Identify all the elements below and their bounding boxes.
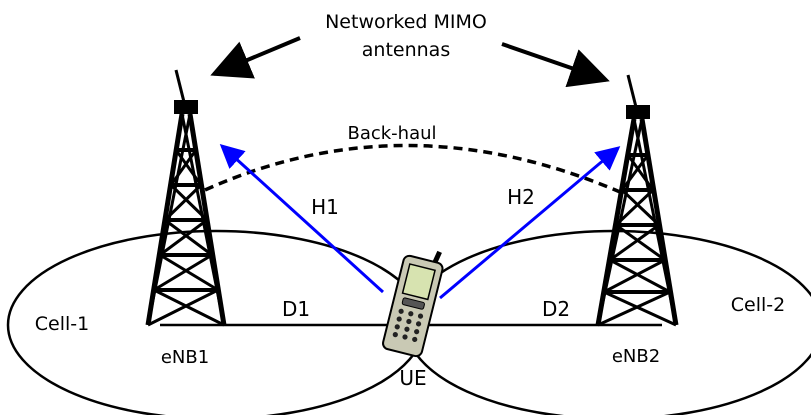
cell-2-label: Cell-2 [731, 294, 785, 316]
mimo-antennas-label-line2: antennas [362, 39, 450, 61]
arrow-to-enb1-antenna [210, 36, 301, 79]
channel-h2-label: H2 [507, 185, 535, 209]
channel-h1-label: H1 [311, 195, 339, 219]
channel-h2-arrow [439, 146, 621, 300]
ue-phone-icon [382, 250, 444, 358]
enb2-tower [595, 74, 679, 327]
distance-d2-label: D2 [542, 297, 570, 321]
backhaul-label: Back-haul [347, 123, 436, 144]
enb1-tower [145, 69, 227, 327]
backhaul-link [204, 143, 621, 194]
channel-h1-arrow [219, 143, 385, 294]
enb1-label: eNB1 [161, 347, 209, 368]
distance-d1-label: D1 [282, 297, 310, 321]
ue-label: UE [399, 366, 426, 390]
enb2-label: eNB2 [612, 346, 660, 367]
mimo-antennas-label-line1: Networked MIMO [325, 11, 487, 33]
arrow-to-enb2-antenna [501, 42, 610, 88]
cell-1-label: Cell-1 [35, 313, 89, 335]
